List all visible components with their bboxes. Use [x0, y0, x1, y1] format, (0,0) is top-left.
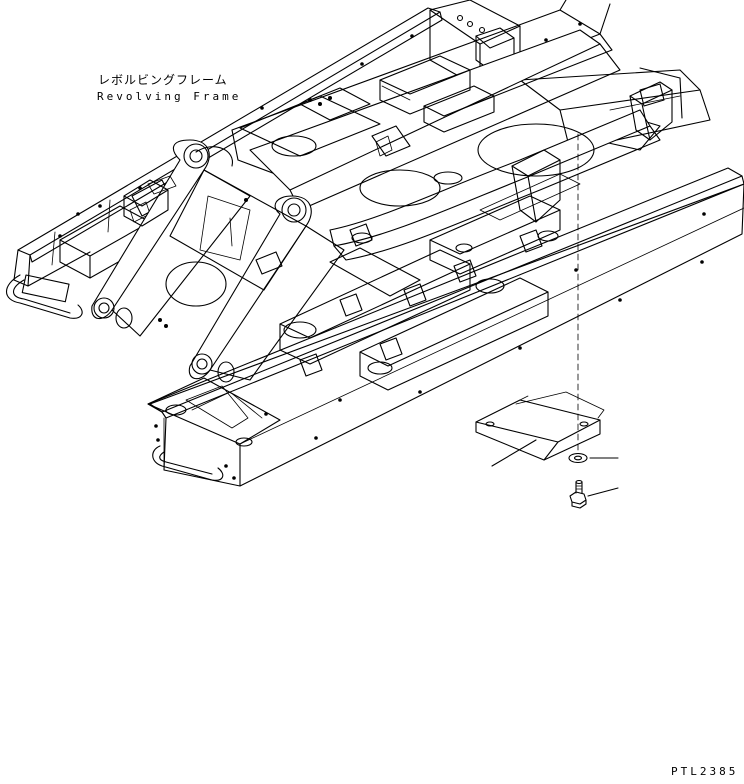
washer-part: [568, 452, 588, 464]
drawing-code: PTL2385: [671, 765, 739, 778]
cross-members: [279, 173, 581, 391]
upper-cross-plate: [239, 87, 411, 157]
cover-plate-part: [475, 391, 605, 461]
stiffener-brackets: [255, 223, 543, 377]
component-label-english: Revolving Frame: [97, 90, 242, 103]
boom-foot-bracket-right: [188, 195, 345, 383]
leader-line-cover-plate: [491, 439, 537, 467]
left-side-rail: [13, 7, 443, 287]
front-lift-handle: [152, 445, 224, 481]
boom-upper-arm: [249, 29, 661, 261]
front-cross-member: [147, 377, 281, 447]
swing-circle-openings: [271, 123, 595, 207]
component-label-japanese: レボルビングフレーム: [98, 73, 228, 87]
right-mounting-bracket: [511, 81, 673, 223]
frame-bolt-holes: [58, 22, 706, 480]
center-bracket-plate: [158, 169, 307, 328]
left-mounting-pads: [123, 175, 177, 227]
rear-lift-handle: [5, 274, 83, 319]
leader-line-bolt: [587, 487, 619, 497]
mid-frame-box: [379, 55, 495, 133]
bolt-part: [569, 479, 587, 509]
lower-deck-plates: [283, 230, 559, 375]
